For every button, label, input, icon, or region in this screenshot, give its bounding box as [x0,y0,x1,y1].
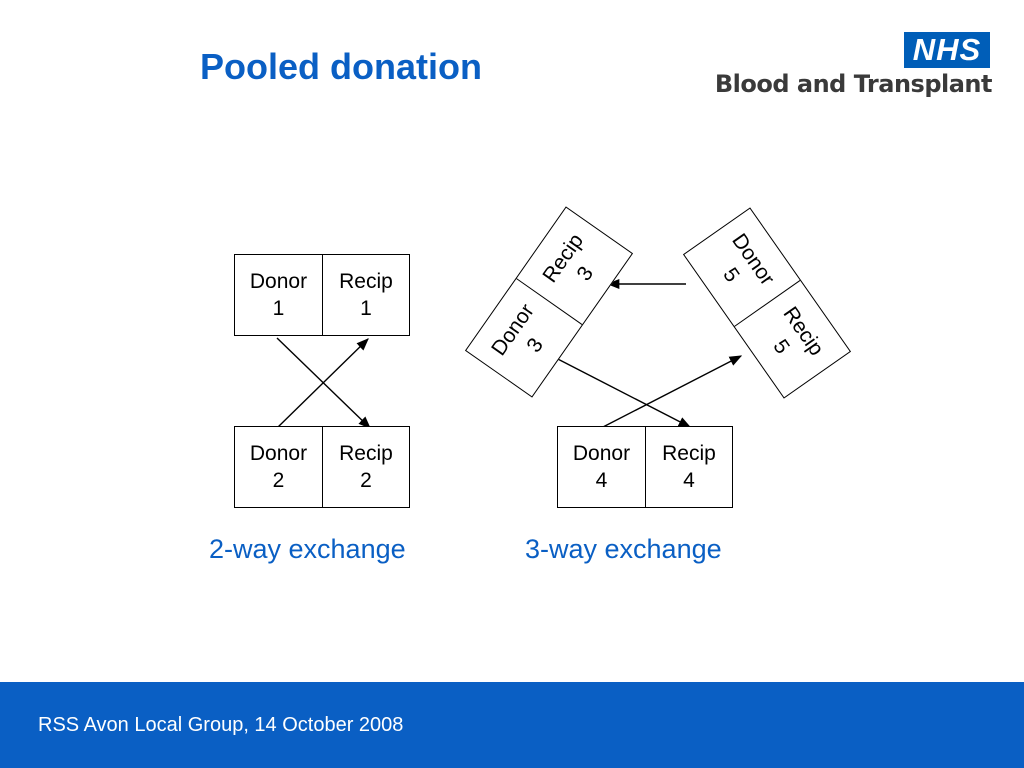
recip-number: 4 [683,469,695,492]
arrow-donor4-to-recip5 [602,355,743,428]
arrow-donor2-to-recip1 [276,338,369,429]
recip-number: 3 [572,262,599,286]
recip-label: Recip [538,229,588,287]
recip-2-box: Recip 2 [322,427,409,507]
recip-1-box: Recip 1 [322,255,409,335]
donor-label: Donor [249,441,308,465]
donor-label: Donor [486,299,539,360]
recip-label: Recip [339,269,393,293]
pair-1: Donor 1 Recip 1 [234,254,410,336]
donor-number: 2 [272,469,285,492]
footer-text: RSS Avon Local Group, 14 October 2008 [38,714,404,736]
donor-number: 5 [718,263,744,287]
recip-number: 5 [768,335,794,359]
donor-number: 1 [272,297,285,320]
pair-5: Donor 5 Recip 5 [682,207,852,399]
donor-label: Donor [727,229,780,290]
nhs-badge: NHS [904,32,990,68]
organisation-name: Blood and Transplant [714,70,993,98]
pair-4: Donor 4 Recip 4 [557,426,733,508]
donor-number: 4 [595,469,608,492]
arrow-donor1-to-recip2 [276,337,371,429]
label-2-way-exchange: 2-way exchange [209,534,406,564]
label-3-way-exchange: 3-way exchange [525,534,722,564]
donor-number: 3 [522,333,548,357]
pair-3: Donor 3 Recip 3 [464,206,634,398]
recip-label: Recip [778,302,829,360]
recip-4-box: Recip 4 [645,427,732,507]
slide-title: Pooled donation [200,46,482,87]
donor-2-box: Donor 2 [235,427,322,507]
pair-2: Donor 2 Recip 2 [234,426,410,508]
donor-1-box: Donor 1 [235,255,322,335]
nhs-blood-and-transplant-logo: NHS Blood and Transplant [700,32,994,104]
donor-4-box: Donor 4 [558,427,645,507]
footer-bar: RSS Avon Local Group, 14 October 2008 [0,682,1024,768]
arrow-donor3-to-recip4 [549,354,692,428]
donor-label: Donor [249,269,308,293]
recip-number: 1 [360,297,372,320]
recip-label: Recip [662,441,716,465]
recip-number: 2 [360,469,372,492]
recip-label: Recip [339,441,393,465]
donor-label: Donor [572,441,631,465]
